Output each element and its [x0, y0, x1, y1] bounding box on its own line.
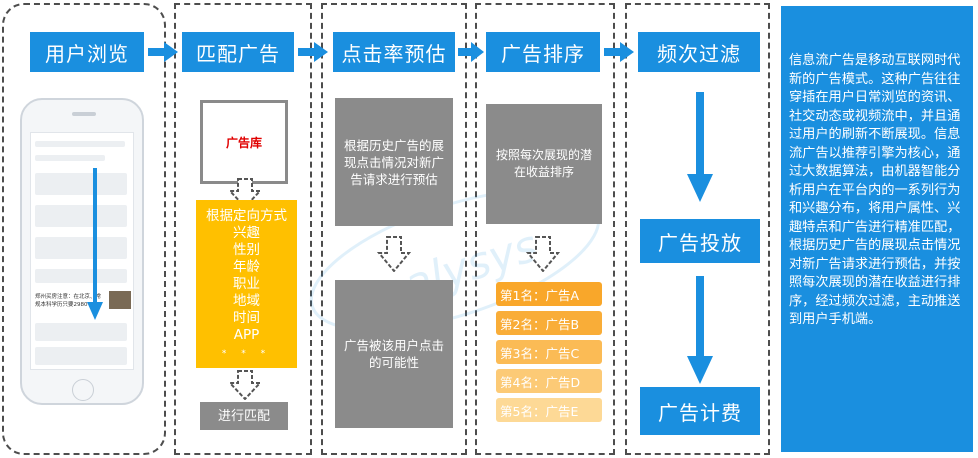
hollow-down-arrow-icon [228, 370, 262, 400]
feed-line [35, 141, 125, 147]
feed-ad-thumbnail [109, 291, 131, 309]
targeting-item-occupation: 职业 [233, 276, 260, 292]
ctr-output-text: 广告被该用户点击的可能性 [343, 338, 444, 370]
targeting-box: 根据定向方式 兴趣 性别 年龄 职业 地域 时间 APP * * * [196, 200, 297, 368]
feed-line [35, 173, 127, 195]
rank-item-label: 第3名：广告C [500, 345, 580, 361]
description-text: 信息流广告是移动互联网时代新的广告模式。这种广告往往穿插在用户日常浏览的资讯、社… [789, 53, 961, 327]
targeting-item-region: 地域 [233, 293, 260, 309]
ad-library-label: 广告库 [225, 135, 262, 150]
step-freq-label: 频次过滤 [657, 41, 741, 66]
feed-line [35, 269, 127, 283]
rank-rule-text: 按照每次展现的潜在收益排序 [495, 148, 592, 179]
step-rank-label: 广告排序 [501, 41, 585, 66]
arrow-right-icon [148, 42, 178, 62]
step-billing-label: 广告计费 [658, 400, 742, 425]
arrow-right-icon [298, 42, 328, 62]
hollow-down-arrow-icon [228, 178, 262, 208]
rank-item-label: 第2名：广告B [500, 316, 580, 332]
targeting-title: 根据定向方式 [206, 208, 287, 224]
rank-item: 第5名：广告E [496, 398, 602, 422]
feed-line [35, 347, 127, 365]
column-frame-ctr [321, 3, 467, 455]
step-browse-label: 用户浏览 [45, 41, 129, 66]
arrow-down-icon [687, 276, 713, 384]
ad-library-box: 广告库 [200, 100, 288, 184]
rank-item: 第3名：广告C [496, 340, 602, 364]
feed-line [35, 237, 127, 259]
rank-item-label: 第5名：广告E [500, 403, 579, 419]
step-ctr: 点击率预估 [333, 32, 455, 72]
step-deliver: 广告投放 [640, 219, 760, 263]
arrow-down-icon [687, 92, 713, 202]
description-panel: 信息流广告是移动互联网时代新的广告模式。这种广告往往穿插在用户日常浏览的资讯、社… [781, 6, 973, 452]
step-browse: 用户浏览 [30, 32, 144, 72]
feed-ad-text: 郑州买房注意：在北京、常规本科学历只要2980 [35, 294, 102, 308]
targeting-item-interest: 兴趣 [233, 225, 260, 241]
rank-item: 第1名：广告A [496, 282, 602, 306]
targeting-item-age: 年龄 [233, 259, 260, 275]
column-frame-deliver [625, 3, 770, 455]
rank-rule-box: 按照每次展现的潜在收益排序 [486, 104, 602, 224]
match-result-box: 进行匹配 [200, 402, 288, 430]
hollow-down-arrow-icon [526, 236, 560, 272]
rank-item: 第2名：广告B [496, 311, 602, 335]
column-frame-match [174, 3, 312, 455]
match-result-label: 进行匹配 [217, 408, 270, 424]
ctr-output-box: 广告被该用户点击的可能性 [335, 280, 453, 428]
step-billing: 广告计费 [640, 387, 760, 435]
step-deliver-label: 广告投放 [658, 230, 742, 255]
rank-item-label: 第1名：广告A [500, 287, 580, 303]
rank-list: 第1名：广告A 第2名：广告B 第3名：广告C 第4名：广告D 第5名：广告E [496, 282, 602, 427]
ctr-input-text: 根据历史广告的展现点击情况对新广告请求进行预估 [343, 137, 444, 187]
phone-mockup: 郑州买房注意：在北京、常规本科学历只要2980 [20, 98, 144, 405]
step-freq: 频次过滤 [638, 32, 760, 72]
feed-line [35, 155, 105, 161]
targeting-more: * * * [221, 349, 272, 359]
hollow-down-arrow-icon [377, 236, 411, 272]
rank-item-label: 第4名：广告D [500, 374, 581, 390]
targeting-item-app: APP [233, 327, 260, 343]
phone-screen: 郑州买房注意：在北京、常规本科学历只要2980 [30, 132, 134, 370]
ctr-input-box: 根据历史广告的展现点击情况对新广告请求进行预估 [335, 98, 453, 226]
phone-home-button [72, 379, 94, 401]
column-frame-rank [475, 3, 615, 455]
rank-item: 第4名：广告D [496, 369, 602, 393]
arrow-right-icon [604, 42, 634, 62]
feed-line [35, 323, 127, 341]
targeting-item-time: 时间 [233, 310, 260, 326]
targeting-item-gender: 性别 [233, 242, 260, 258]
step-rank: 广告排序 [486, 32, 600, 72]
column-frame-browse [2, 3, 166, 455]
phone-speaker [72, 112, 96, 116]
step-ctr-label: 点击率预估 [341, 41, 447, 66]
step-match-label: 匹配广告 [196, 41, 280, 66]
scroll-down-arrow-icon [87, 168, 103, 320]
feed-line [35, 205, 127, 227]
step-match: 匹配广告 [182, 32, 294, 72]
arrow-right-icon [458, 42, 484, 62]
